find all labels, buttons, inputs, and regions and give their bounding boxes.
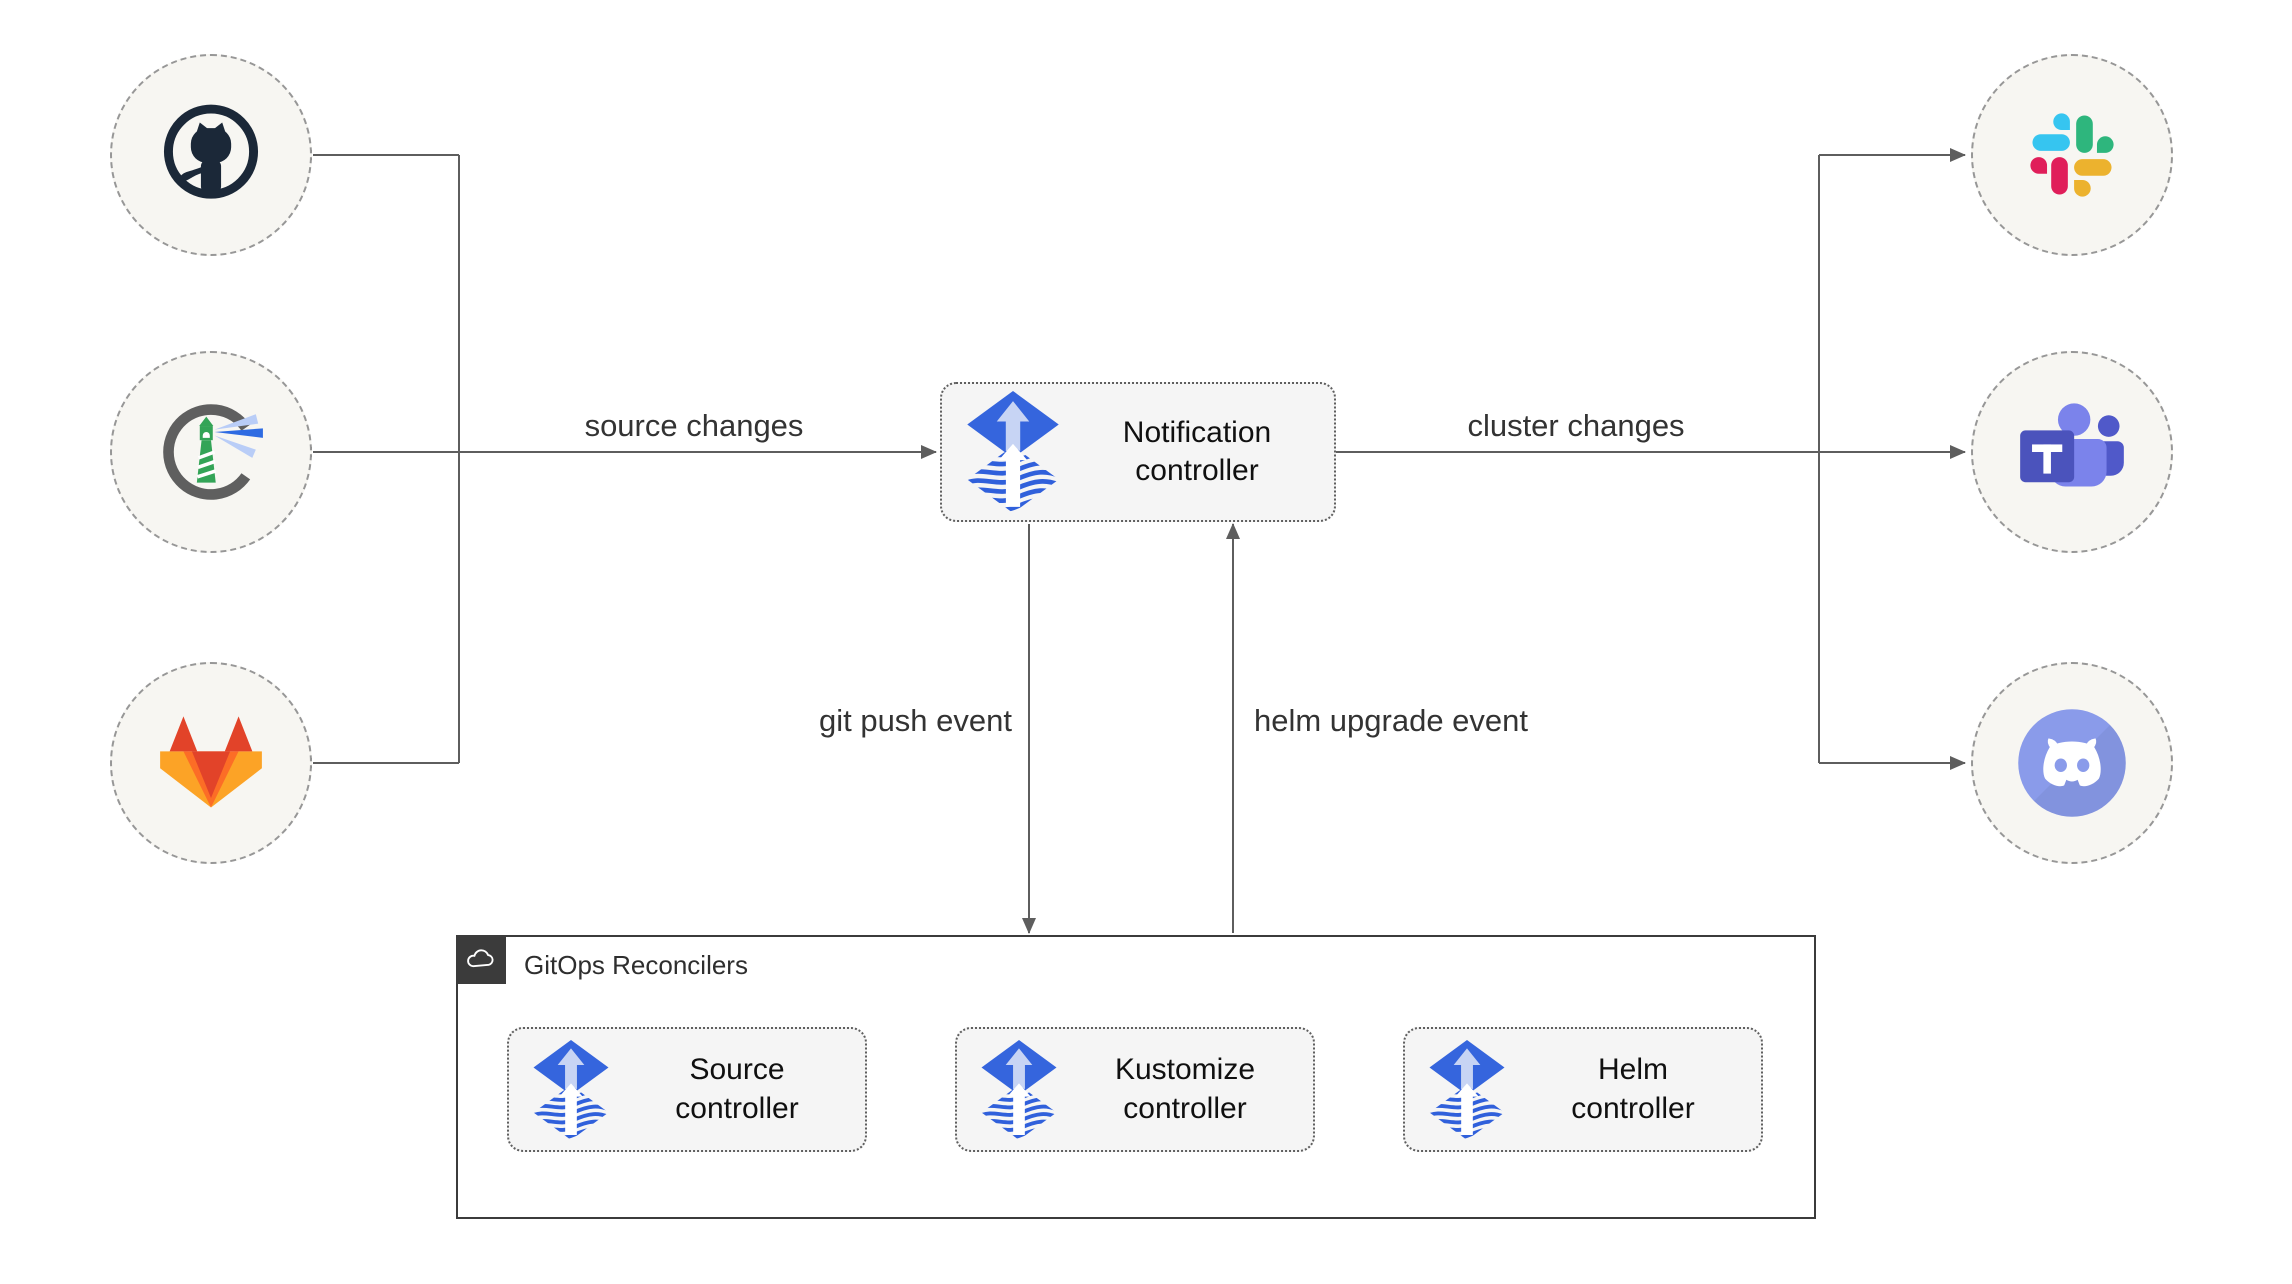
harbor-node	[110, 351, 312, 553]
github-icon	[163, 104, 259, 199]
gitlab-icon	[160, 716, 262, 808]
flux-icon	[533, 1040, 609, 1140]
teams-node	[1971, 351, 2173, 553]
node-label: Helm controller	[1571, 1053, 1695, 1125]
kustomize-controller-node: Kustomize controller	[955, 1027, 1315, 1152]
edge-label-cluster-changes: cluster changes	[1467, 408, 1685, 443]
container-label: GitOps Reconcilers	[524, 950, 748, 980]
slack-node	[1971, 54, 2173, 256]
notification-controller-node: Notification controller	[940, 382, 1336, 522]
gitlab-node	[110, 662, 312, 864]
slack-icon	[2030, 113, 2114, 197]
node-label: Notification controller	[1122, 415, 1272, 487]
github-node	[110, 54, 312, 256]
flux-icon	[966, 391, 1060, 513]
cloud-icon	[467, 948, 494, 967]
edge-label-helm-upgrade-event: helm upgrade event	[1254, 703, 1529, 738]
node-label: Kustomize controller	[1114, 1053, 1256, 1125]
teams-icon	[2020, 403, 2124, 487]
container-tag	[456, 935, 506, 984]
flux-icon	[981, 1040, 1057, 1140]
harbor-icon	[163, 404, 263, 500]
flux-icon	[1429, 1040, 1505, 1140]
discord-node	[1971, 662, 2173, 864]
helm-controller-node: Helm controller	[1403, 1027, 1763, 1152]
source-controller-node: Source controller	[507, 1027, 867, 1152]
discord-icon	[2018, 709, 2126, 817]
edge-label-source-changes: source changes	[584, 408, 804, 443]
node-label: Source controller	[675, 1053, 799, 1125]
edge-label-git-push-event: git push event	[818, 703, 1012, 738]
source-junction-line	[313, 154, 460, 764]
